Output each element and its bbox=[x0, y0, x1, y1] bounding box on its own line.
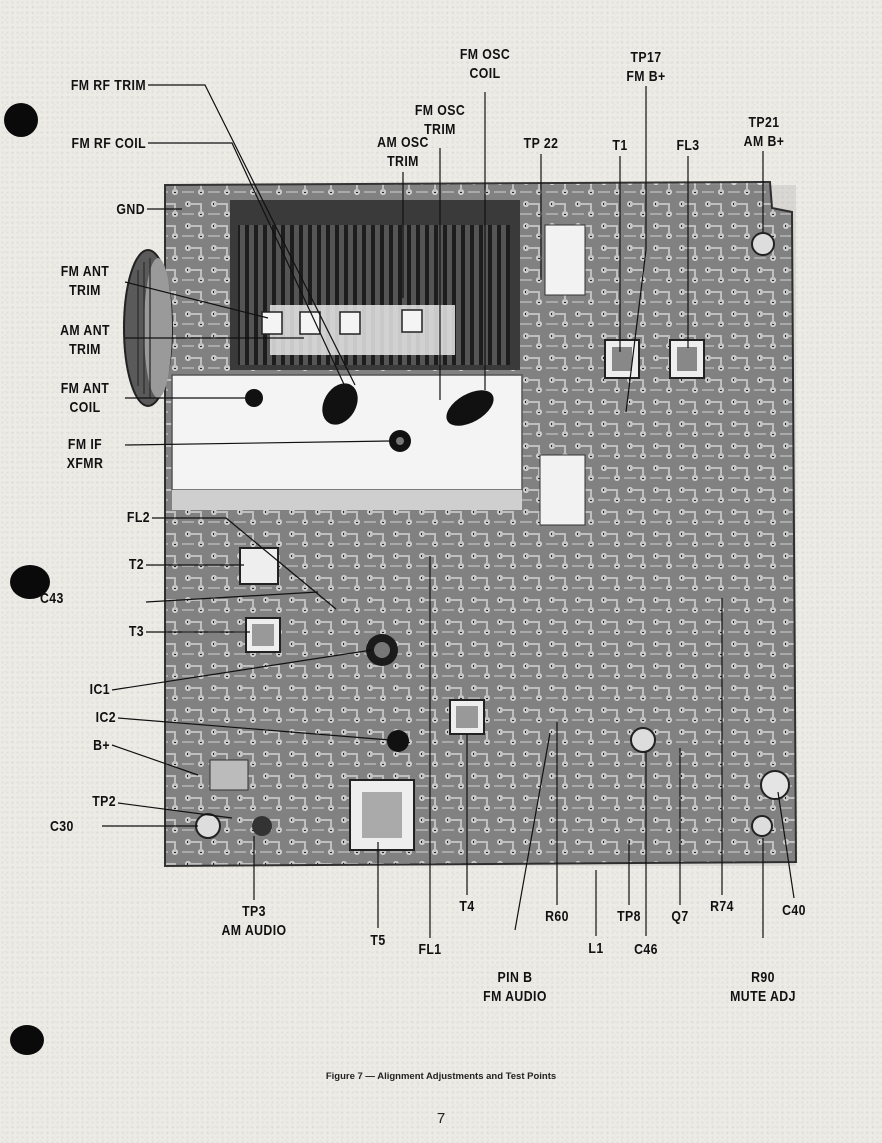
label-fl1: FL1 bbox=[418, 941, 442, 958]
label-l1: L1 bbox=[588, 940, 604, 957]
label-pin-b-2: FM AUDIO bbox=[483, 988, 547, 1005]
label-fm-osc-trim-2: TRIM bbox=[424, 121, 456, 138]
label-c46: C46 bbox=[634, 941, 658, 958]
label-c30: C30 bbox=[50, 818, 74, 835]
label-r74: R74 bbox=[710, 898, 734, 915]
label-t2: T2 bbox=[128, 556, 144, 573]
label-r60: R60 bbox=[545, 908, 569, 925]
label-c43: C43 bbox=[40, 590, 64, 607]
label-tp2: TP2 bbox=[92, 793, 116, 810]
label-t1: T1 bbox=[612, 137, 628, 154]
label-t4: T4 bbox=[459, 898, 475, 915]
label-fl3: FL3 bbox=[676, 137, 700, 154]
label-fm-if-xfmr-1: FM IF bbox=[67, 436, 103, 453]
label-fm-ant-coil-1: FM ANT bbox=[60, 380, 110, 397]
label-fm-rf-trim: FM RF TRIM bbox=[70, 77, 146, 94]
label-fm-ant-trim-1: FM ANT bbox=[60, 263, 110, 280]
label-fm-if-xfmr-2: XFMR bbox=[66, 455, 104, 472]
label-tp21-1: TP21 bbox=[748, 114, 780, 131]
figure-caption: Figure 7 — Alignment Adjustments and Tes… bbox=[325, 1071, 557, 1082]
label-am-ant-trim-1: AM ANT bbox=[60, 322, 110, 339]
label-gnd: GND bbox=[116, 201, 145, 218]
label-ic1: IC1 bbox=[89, 681, 110, 698]
label-tp3-1: TP3 bbox=[242, 903, 266, 920]
label-am-ant-trim-2: TRIM bbox=[69, 341, 101, 358]
label-am-osc-trim-2: TRIM bbox=[387, 153, 419, 170]
label-q7: Q7 bbox=[671, 908, 689, 925]
label-tp22: TP 22 bbox=[523, 135, 559, 152]
label-fm-osc-coil-1: FM OSC bbox=[459, 46, 511, 63]
label-fm-ant-trim-2: TRIM bbox=[69, 282, 101, 299]
label-c40: C40 bbox=[782, 902, 806, 919]
label-tp21-2: AM B+ bbox=[743, 133, 785, 150]
label-fm-rf-coil: FM RF COIL bbox=[71, 135, 146, 152]
label-fm-ant-coil-2: COIL bbox=[69, 399, 101, 416]
punch-hole-middle bbox=[10, 565, 50, 599]
punch-hole-bottom bbox=[10, 1025, 44, 1055]
label-tp17-2: FM B+ bbox=[626, 68, 666, 85]
label-tp3-2: AM AUDIO bbox=[221, 922, 287, 939]
label-t3: T3 bbox=[128, 623, 144, 640]
label-pin-b-1: PIN B bbox=[497, 969, 533, 986]
label-fl2: FL2 bbox=[126, 509, 150, 526]
label-r90-1: R90 bbox=[751, 969, 775, 986]
label-ic2: IC2 bbox=[95, 709, 116, 726]
label-t5: T5 bbox=[370, 932, 386, 949]
label-am-osc-trim-1: AM OSC bbox=[377, 134, 429, 151]
page-number: 7 bbox=[436, 1110, 446, 1127]
label-b-plus: B+ bbox=[93, 737, 110, 754]
label-tp17-1: TP17 bbox=[630, 49, 662, 66]
label-tp8: TP8 bbox=[617, 908, 641, 925]
label-fm-osc-coil-2: COIL bbox=[469, 65, 501, 82]
punch-hole-top bbox=[4, 103, 38, 137]
label-r90-2: MUTE ADJ bbox=[730, 988, 796, 1005]
label-fm-osc-trim-1: FM OSC bbox=[414, 102, 466, 119]
